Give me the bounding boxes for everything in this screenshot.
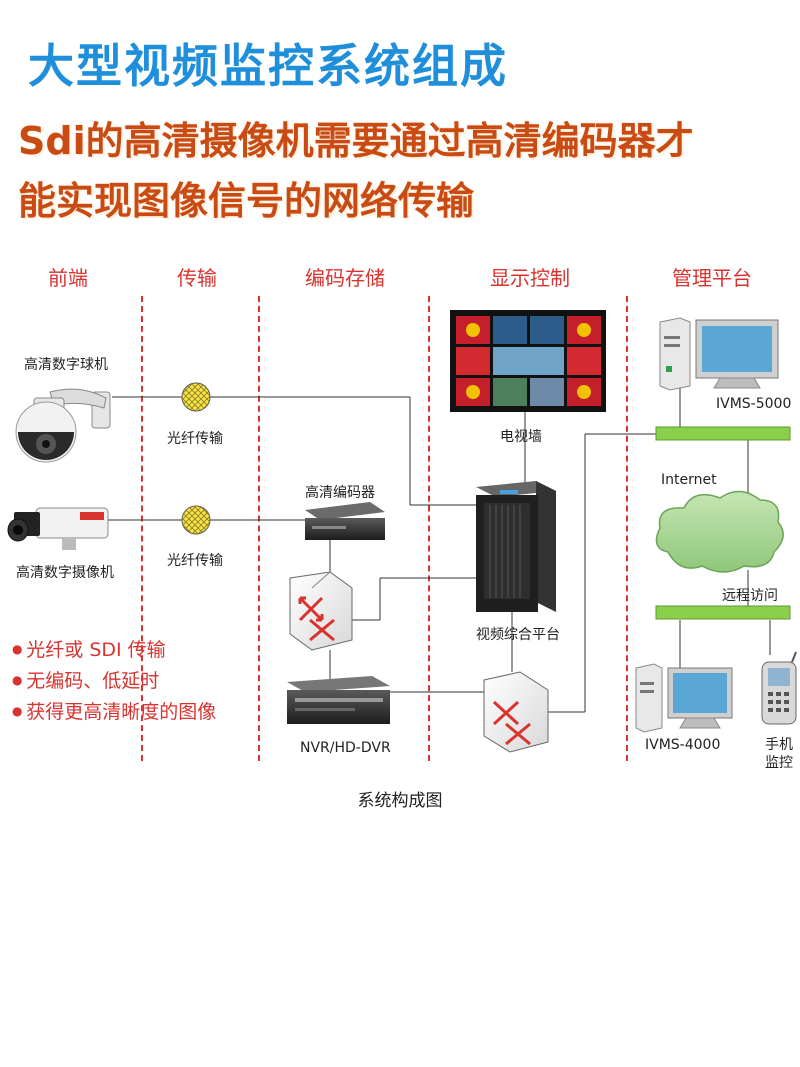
ivms-4000-label: IVMS-4000: [645, 737, 721, 753]
system-diagram: [7, 310, 797, 753]
column-header-frontend: 前端: [48, 266, 88, 290]
network-switch-icon: [289, 571, 353, 651]
column-header-management: 管理平台: [672, 266, 752, 290]
nvr-dvr-icon: [287, 676, 390, 724]
subtitle-line-1: Sdi的高清摄像机需要通过高清编码器才: [18, 119, 694, 163]
nvr-label: NVR/HD-DVR: [300, 740, 391, 756]
network-bus-bar: [655, 426, 791, 441]
column-header-encode-storage: 编码存储: [305, 266, 385, 290]
mobile-label-line-2: 监控: [765, 755, 793, 771]
column-divider: [428, 296, 430, 761]
encoder-label: 高清编码器: [305, 485, 375, 501]
fiber-label-2: 光纤传输: [167, 553, 223, 569]
fiber-transceiver-icon: [181, 382, 211, 412]
tv-wall-icon: [450, 310, 606, 412]
column-divider: [626, 296, 628, 761]
ivms-5000-label: IVMS-5000: [716, 396, 792, 412]
feature-item: 获得更高清晰度的图像: [12, 696, 216, 727]
internet-label: Internet: [661, 472, 717, 488]
fiber-transceiver-icon: [181, 505, 211, 535]
feature-item: 无编码、低延时: [12, 665, 216, 696]
box-camera-label: 高清数字摄像机: [16, 565, 114, 581]
feature-item: 光纤或 SDI 传输: [12, 634, 216, 665]
dome-camera-label: 高清数字球机: [24, 357, 108, 373]
diagram-caption: 系统构成图: [357, 791, 443, 811]
feature-list: 光纤或 SDI 传输 无编码、低延时 获得更高清晰度的图像: [12, 634, 216, 727]
mobile-phone-icon: [761, 651, 797, 725]
column-header-display-control: 显示控制: [490, 266, 570, 290]
column-divider: [141, 296, 143, 761]
dome-camera-icon: [15, 388, 111, 463]
ivms-5000-computer-icon: [659, 317, 779, 391]
column-header-transmission: 传输: [177, 266, 217, 290]
fiber-label-1: 光纤传输: [167, 431, 223, 447]
ivms-4000-computer-icon: [635, 663, 733, 733]
page-title: 大型视频监控系统组成: [28, 39, 508, 93]
mobile-label-line-1: 手机: [765, 737, 793, 753]
box-camera-icon: [7, 507, 109, 550]
internet-cloud-icon: [655, 490, 784, 573]
video-platform-icon: [476, 481, 556, 612]
subtitle-line-2: 能实现图像信号的网络传输: [18, 179, 475, 223]
video-platform-label: 视频综合平台: [476, 627, 560, 643]
network-bus-bar: [655, 605, 791, 620]
network-switch-icon: [483, 671, 549, 753]
encoder-icon: [305, 502, 385, 540]
tv-wall-label: 电视墙: [500, 429, 542, 445]
remote-access-label: 远程访问: [722, 588, 778, 604]
column-divider: [258, 296, 260, 761]
